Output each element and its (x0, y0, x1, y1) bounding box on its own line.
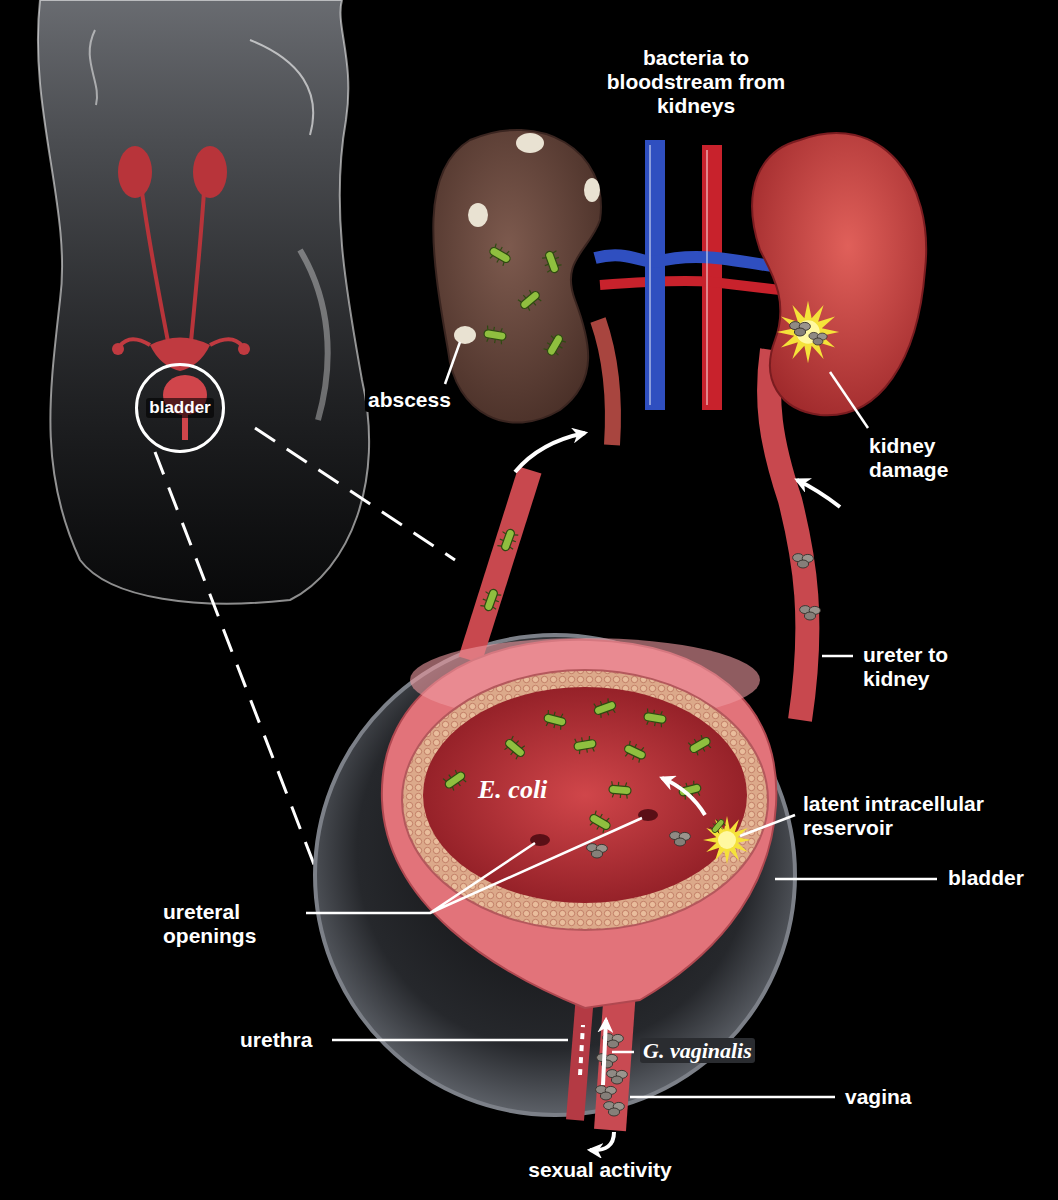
illustration-part (516, 133, 544, 153)
illustration-part (468, 203, 488, 227)
illustration-part (592, 697, 618, 720)
illustration-part (497, 527, 520, 553)
anatomy-label: bacteria to bloodstream from kidneys (598, 46, 794, 118)
anatomy-label: ureter to kidney (860, 643, 1006, 691)
illustration-part (575, 995, 585, 1120)
illustration-part (332, 1039, 568, 1042)
illustration-part (590, 1132, 614, 1150)
small-urinary-organs (112, 146, 250, 440)
illustration-part (142, 192, 170, 352)
illustration-part (118, 146, 152, 198)
illustration-part (584, 178, 600, 202)
bladder-section (382, 638, 776, 1008)
illustration-part (445, 342, 460, 384)
illustration-part (622, 740, 649, 764)
damaged-kidney (752, 133, 926, 415)
organism-label: G. vaginalis (640, 1038, 755, 1063)
illustration-part (686, 733, 713, 758)
illustration-part (38, 0, 369, 604)
magnified-view (315, 635, 795, 1115)
illustration-part (797, 480, 840, 507)
illustration-part (608, 781, 631, 799)
illustration-part (238, 343, 250, 355)
leader-lines (262, 342, 937, 1097)
anatomy-label: latent intracellular reservoir (800, 792, 1051, 840)
illustration-part (90, 30, 97, 105)
illustration-part (587, 844, 608, 858)
illustration-part (470, 470, 530, 660)
illustration-part (777, 301, 839, 363)
illustration-part (662, 778, 705, 815)
anatomy-label: abscess (365, 388, 454, 412)
illustration-part (612, 1051, 634, 1054)
illustration-part (670, 832, 691, 846)
illustration-part (790, 322, 811, 336)
illustration-part (830, 372, 868, 428)
illustration-part (250, 40, 313, 135)
organ-label: bladder (146, 398, 213, 418)
illustration-part (441, 767, 468, 793)
illustration-part (603, 1020, 606, 1085)
illustration-part (740, 815, 795, 836)
anatomy-label: kidney damage (866, 434, 982, 482)
illustration-part (645, 140, 665, 410)
illustration-part (483, 325, 507, 345)
illustration-part (607, 1070, 628, 1084)
flow-arrows (515, 433, 840, 1150)
illustration-part (643, 708, 667, 728)
illustration-part (598, 320, 613, 445)
anatomy-label: bladder (945, 866, 1027, 890)
illustration-part (543, 331, 568, 358)
magnifier-circle: bladder (135, 363, 225, 453)
illustration-part (515, 433, 585, 472)
illustration-part (709, 817, 727, 836)
illustration-part (597, 1054, 618, 1068)
illustration-part (402, 670, 768, 930)
illustration-part (193, 146, 227, 198)
urethra-vagina (575, 990, 627, 1130)
illustration-part (190, 192, 204, 352)
illustration-part (822, 655, 853, 658)
illustration-part (600, 281, 780, 290)
illustration-part (516, 287, 543, 313)
illustration-part (423, 687, 747, 903)
body-silhouette (38, 0, 369, 604)
illustration-part (262, 818, 642, 913)
illustration-part (480, 587, 503, 613)
illustration-part (573, 735, 597, 755)
anatomy-label: ureteral openings (160, 900, 306, 948)
illustration-part (604, 1102, 625, 1116)
illustration-part (809, 332, 827, 345)
illustration-part (300, 250, 328, 420)
illustration-part (650, 145, 707, 405)
illustration-part (703, 816, 751, 864)
infected-kidney (433, 130, 601, 423)
anatomy-label: urethra (237, 1028, 315, 1052)
illustration-part (486, 243, 513, 268)
illustration-part (630, 1096, 835, 1099)
illustration-part (800, 606, 821, 620)
illustration-part (752, 133, 926, 415)
illustration-part (454, 326, 476, 344)
illustration-part (501, 735, 528, 761)
anatomy-label: vagina (842, 1085, 915, 1109)
illustration-part (793, 554, 814, 568)
illustration-part (775, 878, 937, 881)
organism-label: E. coli (478, 775, 547, 805)
illustration-part (542, 709, 567, 730)
illustration-part (595, 255, 785, 268)
illustration-part (596, 1086, 617, 1100)
illustration-part (433, 130, 601, 423)
illustration-part (112, 343, 124, 355)
illustration-part (580, 1025, 583, 1075)
illustration-part (586, 810, 613, 835)
anatomy-label: sexual activity (497, 1158, 703, 1182)
illustration-part (541, 249, 564, 275)
